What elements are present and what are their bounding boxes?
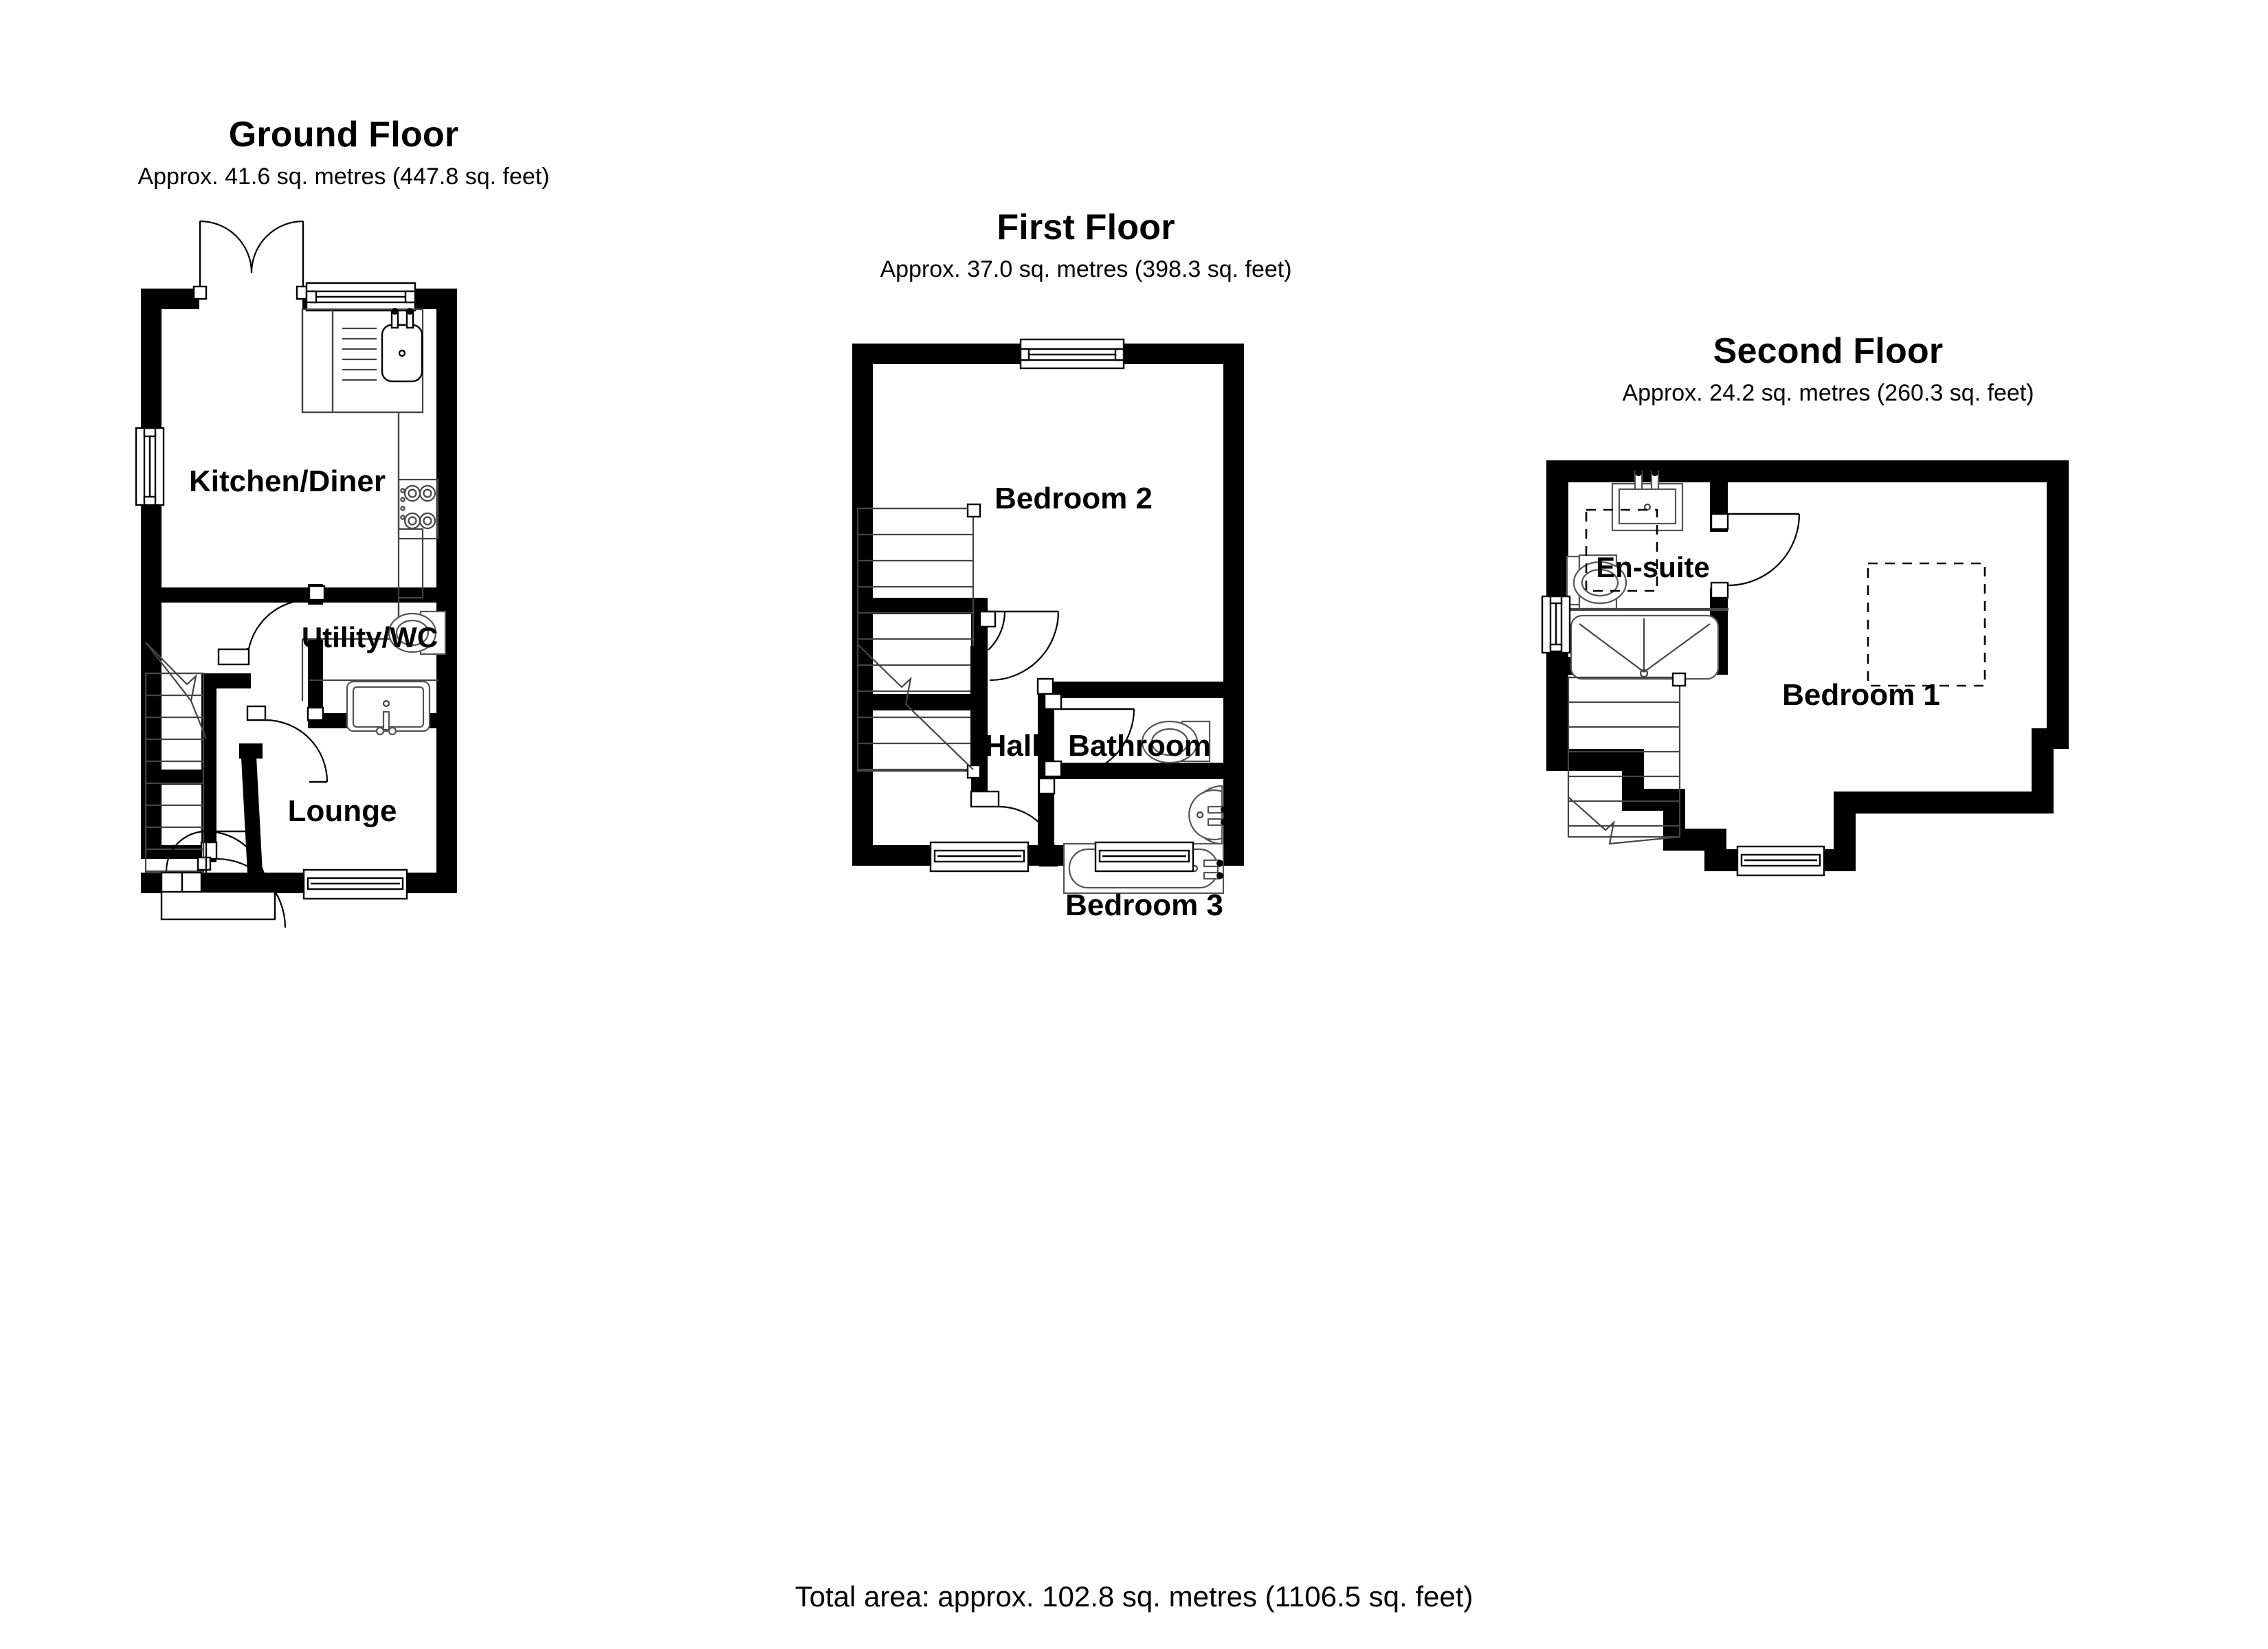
total-area-text: Total area: approx. 102.8 sq. metres (11… (794, 1580, 1474, 1613)
kitchen-window (305, 282, 416, 312)
first-floor-plan: Bedroom 2 Hall Bathroom Bedroom 3 (852, 338, 1244, 922)
room-label-kitchen-diner: Kitchen/Diner (189, 464, 386, 498)
bedroom3-door[interactable] (970, 777, 1059, 867)
utility-basin (309, 679, 438, 736)
kitchen-sink (342, 308, 423, 383)
room-label-bedroom-3: Bedroom 3 (1065, 888, 1223, 922)
utility-door[interactable] (217, 585, 326, 666)
bedroom2-door[interactable] (979, 610, 1060, 695)
front-door[interactable] (160, 830, 276, 921)
bedroom1-side-window (1541, 595, 1571, 654)
room-label-bedroom-2: Bedroom 2 (994, 482, 1153, 515)
bathroom-toilet (1141, 720, 1211, 764)
second-floor-area: Approx. 24.2 sq. metres (260.3 sq. feet) (1622, 380, 2034, 406)
shower-tray (1563, 607, 1729, 680)
bedroom1-dormer-window (1736, 845, 1825, 877)
restricted-head-height-ensuite (1585, 508, 1658, 592)
ground-staircase (144, 642, 212, 874)
second-floor-walls (1546, 460, 2069, 871)
first-staircase (856, 503, 981, 779)
bathroom-basin (1188, 785, 1227, 845)
kitchen-hob (397, 478, 439, 540)
first-floor-heading: First Floor Approx. 37.0 sq. metres (398… (742, 210, 1430, 281)
french-doors[interactable] (192, 220, 311, 300)
room-label-lounge: Lounge (288, 794, 397, 828)
bedroom2-window (1019, 338, 1125, 370)
ground-floor-area: Approx. 41.6 sq. metres (447.8 sq. feet) (137, 164, 550, 190)
room-label-bedroom-1: Bedroom 1 (1782, 678, 1940, 712)
ground-floor-heading: Ground Floor Approx. 41.6 sq. metres (44… (0, 117, 687, 188)
room-label-bathroom: Bathroom (1068, 729, 1211, 763)
second-floor-title: Second Floor (1713, 331, 1944, 371)
lounge-window (302, 868, 408, 900)
bedroom3-window (1094, 841, 1194, 873)
room-label-hall: Hall (985, 729, 1041, 763)
utility-toilet (388, 610, 447, 655)
kitchen-side-window (135, 427, 165, 506)
ground-floor-plan: Kitchen/Diner Utility/WC Lounge (135, 220, 457, 928)
hall-window (929, 841, 1030, 873)
first-floor-title: First Floor (997, 207, 1175, 247)
second-floor-plan: En-suite Bedroom 1 (1541, 460, 2069, 877)
restricted-head-height-bedroom1 (1867, 562, 1986, 687)
second-floor-heading: Second Floor Approx. 24.2 sq. metres (26… (1485, 333, 2172, 405)
ground-floor-title: Ground Floor (228, 115, 459, 155)
ensuite-basin (1611, 469, 1684, 532)
second-staircase (1567, 672, 1687, 845)
hall-lounge-door[interactable] (246, 705, 329, 783)
first-floor-area: Approx. 37.0 sq. metres (398.3 sq. feet) (880, 256, 1292, 282)
room-label-utility-wc: Utility/WC (302, 621, 438, 653)
bathroom-door[interactable] (1043, 693, 1135, 778)
room-label-en-suite: En-suite (1596, 551, 1710, 583)
ensuite-door[interactable] (1710, 513, 1801, 599)
